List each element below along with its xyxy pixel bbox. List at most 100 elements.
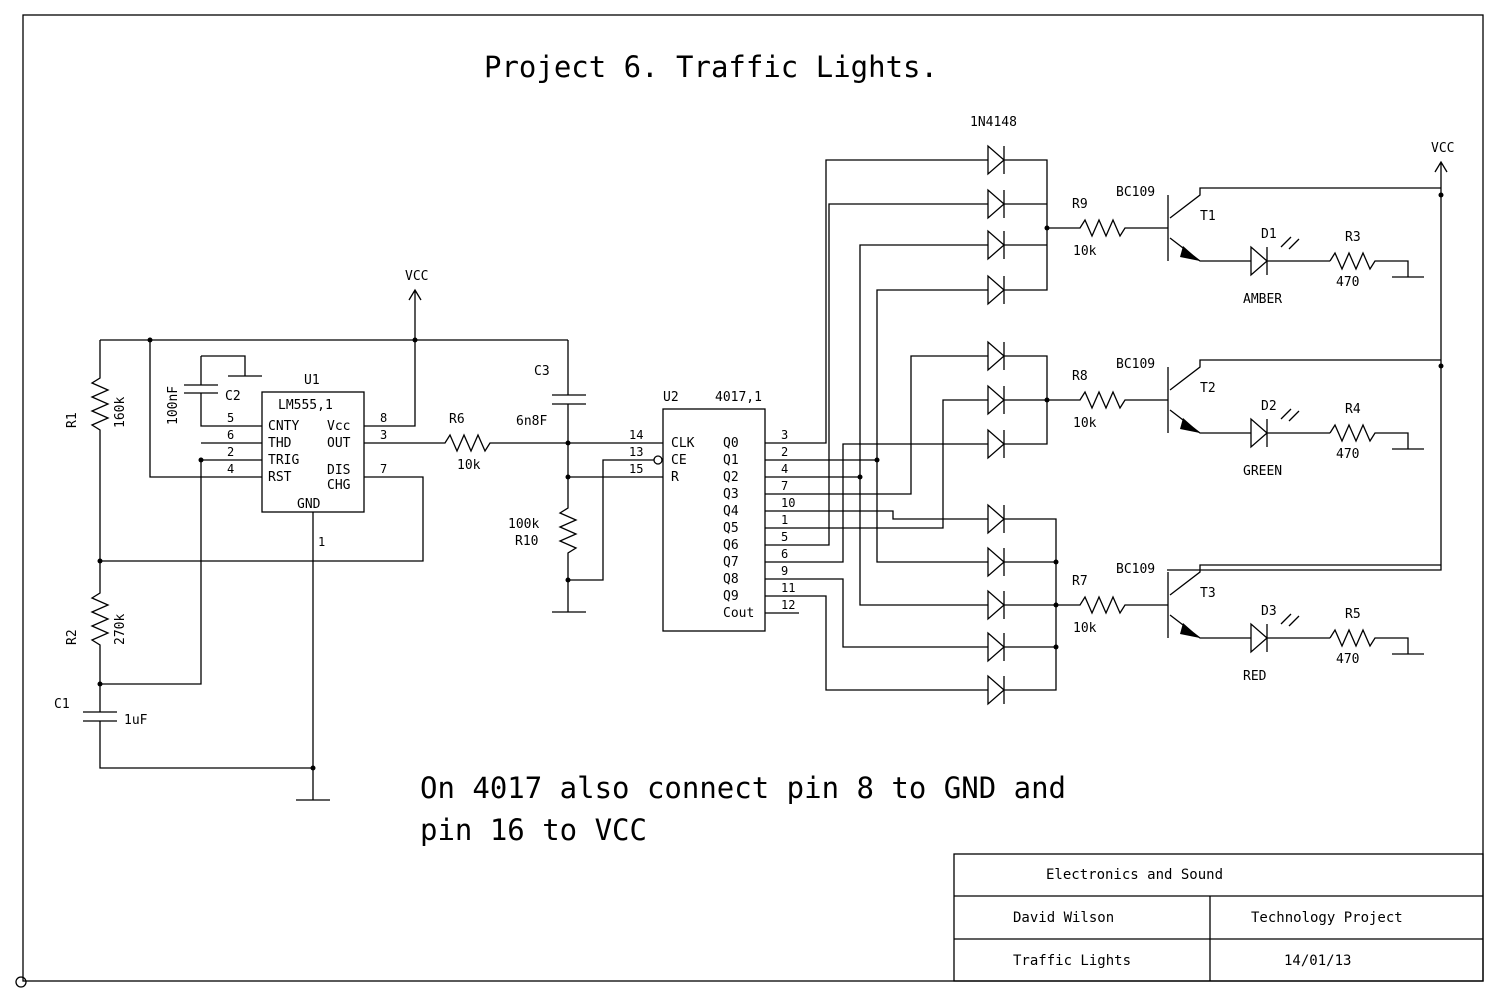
r6-ref: R6 <box>449 412 465 427</box>
r7-resistor <box>1056 595 1168 615</box>
u2-out-6: Q6 <box>723 538 739 553</box>
c1-capacitor: C1 1uF <box>54 684 313 769</box>
u1-part: LM555,1 <box>278 398 333 413</box>
u1-pin-vcc: Vcc <box>327 419 350 434</box>
r2-ref: R2 <box>65 629 80 645</box>
title-block-drawing: Traffic Lights <box>1013 953 1131 969</box>
diode-7-icon <box>972 428 1020 460</box>
vcc-label-right: VCC <box>1431 141 1454 156</box>
d2-color: GREEN <box>1243 464 1282 479</box>
u2-ce-inverter-icon <box>653 455 663 465</box>
u1-pinnum-4: 4 <box>227 462 234 476</box>
u2-out-0: Q0 <box>723 436 739 451</box>
u2-outnum-4: 10 <box>781 496 795 510</box>
t2-emitter-arrow-icon <box>1180 418 1200 433</box>
r7-value: 10k <box>1073 621 1097 636</box>
r3-resistor <box>1329 251 1424 278</box>
r3-value: 470 <box>1336 275 1359 290</box>
u1-pinnum-6: 6 <box>227 428 234 442</box>
t3-part: BC109 <box>1116 562 1155 577</box>
u2-innum-15: 15 <box>629 462 643 476</box>
r2-value: 270k <box>113 614 128 645</box>
u2-outnum-7: 6 <box>781 547 788 561</box>
title-block-project: Technology Project <box>1251 910 1403 926</box>
u2-out-5: Q5 <box>723 521 739 536</box>
r3-ref: R3 <box>1345 230 1361 245</box>
u1-pin-rst: RST <box>268 470 292 485</box>
u2-innum-13: 13 <box>629 445 643 459</box>
note-line-1: On 4017 also connect pin 8 to GND and <box>420 771 1066 805</box>
r8-resistor <box>1047 390 1168 410</box>
u2-innum-14: 14 <box>629 428 643 442</box>
d1-ref: D1 <box>1261 227 1277 242</box>
r7-ref: R7 <box>1072 574 1088 589</box>
r1-value: 160k <box>113 397 128 428</box>
u2-out-8: Q8 <box>723 572 739 587</box>
u2-outnum-1: 2 <box>781 445 788 459</box>
u1-pinnum-1: 1 <box>318 535 325 549</box>
u2-out-4: Q4 <box>723 504 739 519</box>
title-block-company: Electronics and Sound <box>1046 867 1223 883</box>
u1-pinnum-7: 7 <box>380 462 387 476</box>
vcc-net-right: VCC <box>1167 141 1454 571</box>
driver-stages: R910kBC109T1D1AMBERR3470R810kBC109T2D2GR… <box>1047 185 1441 684</box>
page-title: Project 6. Traffic Lights. <box>484 50 938 84</box>
u1-pin-dis: DIS <box>327 463 350 478</box>
title-block: Electronics and Sound David Wilson Techn… <box>953 853 1484 982</box>
u2-outnum-2: 4 <box>781 462 788 476</box>
u2-outnum-9: 11 <box>781 581 795 595</box>
r1-ref: R1 <box>65 412 80 428</box>
t1-ref: T1 <box>1200 209 1216 224</box>
u2-ref: U2 <box>663 390 679 405</box>
c3-capacitor: C3 6n8F <box>516 340 586 477</box>
title-block-date: 14/01/13 <box>1284 953 1351 969</box>
c1-ref: C1 <box>54 697 70 712</box>
t2-ref: T2 <box>1200 381 1216 396</box>
u1-ref: U1 <box>304 373 320 388</box>
u1-pin-trig: TRIG <box>268 453 299 468</box>
u1-pin-chg: CHG <box>327 478 351 493</box>
u2-out-1: Q1 <box>723 453 739 468</box>
u1-pinnum-8: 8 <box>380 411 387 425</box>
d1-led-icon <box>1250 236 1330 277</box>
r1-resistor: R1 160k <box>65 340 128 470</box>
u2-outnum-3: 7 <box>781 479 788 493</box>
r10-resistor: 100k R10 <box>508 477 586 613</box>
diode-9-icon <box>972 546 1020 578</box>
u2-out-7: Q7 <box>723 555 739 570</box>
r6-resistor: R6 10k <box>398 412 628 473</box>
r4-resistor <box>1329 423 1424 450</box>
diode-10-icon <box>972 589 1020 621</box>
r9-value: 10k <box>1073 244 1097 259</box>
diode-2-icon <box>972 188 1020 220</box>
diode-12-icon <box>972 674 1020 706</box>
r6-value: 10k <box>457 458 481 473</box>
vcc-net-left: VCC <box>100 269 568 478</box>
u1-pin-cnty: CNTY <box>268 419 299 434</box>
d1-color: AMBER <box>1243 292 1282 307</box>
t1-emitter-arrow-icon <box>1180 246 1200 261</box>
note-line-2: pin 16 to VCC <box>420 813 647 847</box>
c2-capacitor: C2 100nF <box>166 355 262 427</box>
u2-out-3: Q3 <box>723 487 739 502</box>
c2-value: 100nF <box>166 386 181 425</box>
u2-in-clk: CLK <box>671 436 695 451</box>
diode-array <box>972 144 1020 706</box>
r5-resistor <box>1329 628 1424 655</box>
r10-value: 100k <box>508 517 539 532</box>
t1-part: BC109 <box>1116 185 1155 200</box>
u2-outnum-8: 9 <box>781 564 788 578</box>
diodes-part: 1N4148 <box>970 115 1017 130</box>
u1-pinnum-3: 3 <box>380 428 387 442</box>
counter-to-diodes-wiring <box>799 159 972 691</box>
diode-1-icon <box>972 144 1020 176</box>
drawing-frame <box>22 14 1484 982</box>
diode-11-icon <box>972 631 1020 663</box>
r9-ref: R9 <box>1072 197 1088 212</box>
u2-in-r: R <box>671 470 679 485</box>
diode-6-icon <box>972 384 1020 416</box>
